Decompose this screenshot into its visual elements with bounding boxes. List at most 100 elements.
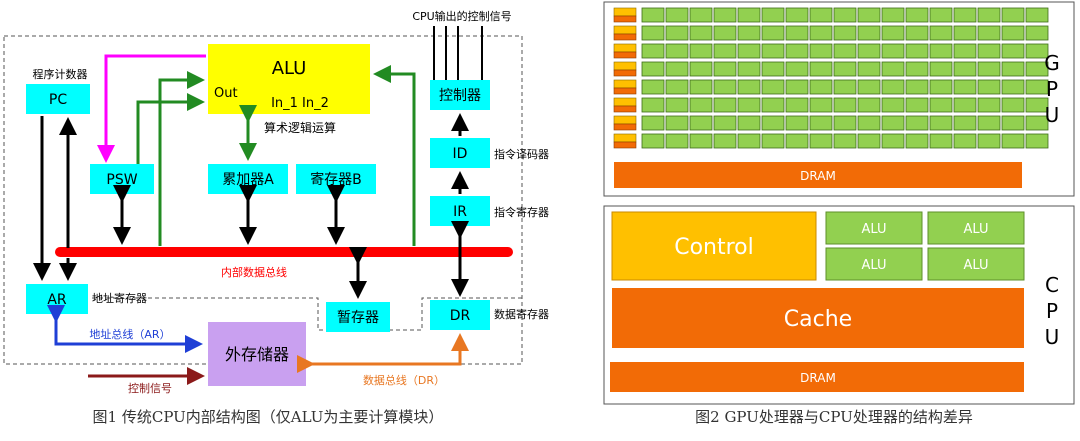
cpu-alu-4-label: ALU: [963, 258, 988, 273]
gpu-core: [905, 115, 929, 131]
gpu-core: [785, 97, 809, 113]
gpu-core: [1001, 43, 1025, 59]
gpu-core: [665, 25, 689, 41]
cpu-alu-2: [927, 211, 1025, 245]
gpu-control-unit: [613, 79, 637, 89]
gpu-core: [905, 133, 929, 149]
figure1-caption: 图1 传统CPU内部结构图（仅ALU为主要计算模块）: [93, 408, 444, 426]
gpu-core: [833, 115, 857, 131]
controller-name: 控制器: [439, 88, 481, 104]
gpu-core: [905, 25, 929, 41]
gpu-core: [857, 61, 881, 77]
gpu-core: [785, 7, 809, 23]
gpu-core: [689, 7, 713, 23]
gpu-core: [929, 133, 953, 149]
cpu-boundary: [3, 35, 523, 365]
accumulator-a-name: 累加器A: [222, 172, 274, 188]
register-b-name: 寄存器B: [310, 171, 362, 188]
dr-name: DR: [450, 308, 471, 324]
gpu-core: [641, 25, 665, 41]
gpu-core: [881, 43, 905, 59]
arrow-bus-to-alu-in1: [158, 71, 205, 246]
gpu-core: [737, 133, 761, 149]
gpu-core: [977, 79, 1001, 95]
gpu-core: [761, 97, 785, 113]
gpu-core: [905, 79, 929, 95]
gpu-dram-label: DRAM: [800, 169, 836, 183]
gpu-core: [689, 61, 713, 77]
gpu-core: [809, 43, 833, 59]
gpu-core: [761, 43, 785, 59]
gpu-core: [761, 7, 785, 23]
gpu-core: [737, 97, 761, 113]
gpu-core: [833, 7, 857, 23]
gpu-core: [809, 79, 833, 95]
gpu-core: [881, 7, 905, 23]
gpu-core: [713, 79, 737, 95]
gpu-core: [857, 79, 881, 95]
gpu-core: [833, 43, 857, 59]
data-bus-label: 数据总线（DR）: [363, 373, 445, 387]
gpu-core: [881, 97, 905, 113]
ar-label: 地址寄存器: [92, 291, 147, 305]
cpu-letter-u: U: [1045, 325, 1060, 349]
ir-label: 指令寄存器: [494, 205, 549, 219]
gpu-core: [761, 115, 785, 131]
arrow-bus-to-alu-in2: [136, 93, 205, 164]
id-label: 指令译码器: [494, 147, 549, 161]
cpu-alu-4: [927, 247, 1025, 281]
gpu-core: [857, 43, 881, 59]
gpu-core: [929, 43, 953, 59]
gpu-core: [881, 115, 905, 131]
gpu-cache-unit: [613, 123, 637, 131]
gpu-core: [881, 79, 905, 95]
gpu-core: [977, 133, 1001, 149]
gpu-core: [665, 133, 689, 149]
temp-register-name: 暂存器: [337, 310, 379, 326]
gpu-core: [1001, 25, 1025, 41]
gpu-core: [953, 133, 977, 149]
gpu-core: [689, 43, 713, 59]
gpu-core: [713, 25, 737, 41]
gpu-core: [737, 115, 761, 131]
arrow-alu-to-psw: [97, 54, 206, 163]
controller-block: [430, 80, 490, 110]
cpu-alu-1: [825, 211, 923, 245]
cpu-dram-label: DRAM: [800, 371, 836, 385]
gpu-core: [785, 115, 809, 131]
gpu-core: [641, 7, 665, 23]
gpu-core: [953, 97, 977, 113]
gpu-cache-unit: [613, 87, 637, 95]
alu-desc: 算术逻辑运算: [264, 120, 336, 135]
control-output-lines: [433, 26, 483, 80]
gpu-core: [929, 61, 953, 77]
gpu-core: [1001, 133, 1025, 149]
gpu-core: [857, 25, 881, 41]
gpu-core: [857, 133, 881, 149]
dr-label: 数据寄存器: [494, 307, 549, 321]
gpu-core: [761, 79, 785, 95]
gpu-core: [761, 61, 785, 77]
gpu-core: [977, 97, 1001, 113]
gpu-core: [905, 61, 929, 77]
gpu-core: [1001, 97, 1025, 113]
gpu-control-unit: [613, 97, 637, 107]
gpu-core: [1025, 25, 1049, 41]
cpu-control-output-label: CPU输出的控制信号: [412, 9, 511, 23]
gpu-core: [977, 43, 1001, 59]
gpu-core: [953, 115, 977, 131]
gpu-core: [881, 25, 905, 41]
ir-name: IR: [453, 204, 467, 220]
cpu-alu-3-label: ALU: [861, 258, 886, 273]
gpu-core: [665, 61, 689, 77]
gpu-core: [665, 7, 689, 23]
gpu-core: [665, 79, 689, 95]
gpu-core: [1025, 61, 1049, 77]
address-bus-label: 地址总线（AR）: [89, 327, 170, 341]
gpu-core: [689, 133, 713, 149]
temp-register-block: [326, 302, 390, 332]
gpu-core: [857, 97, 881, 113]
cpu-letter-p: P: [1046, 299, 1058, 323]
cpu-control-label: Control: [674, 235, 754, 260]
gpu-core: [713, 61, 737, 77]
